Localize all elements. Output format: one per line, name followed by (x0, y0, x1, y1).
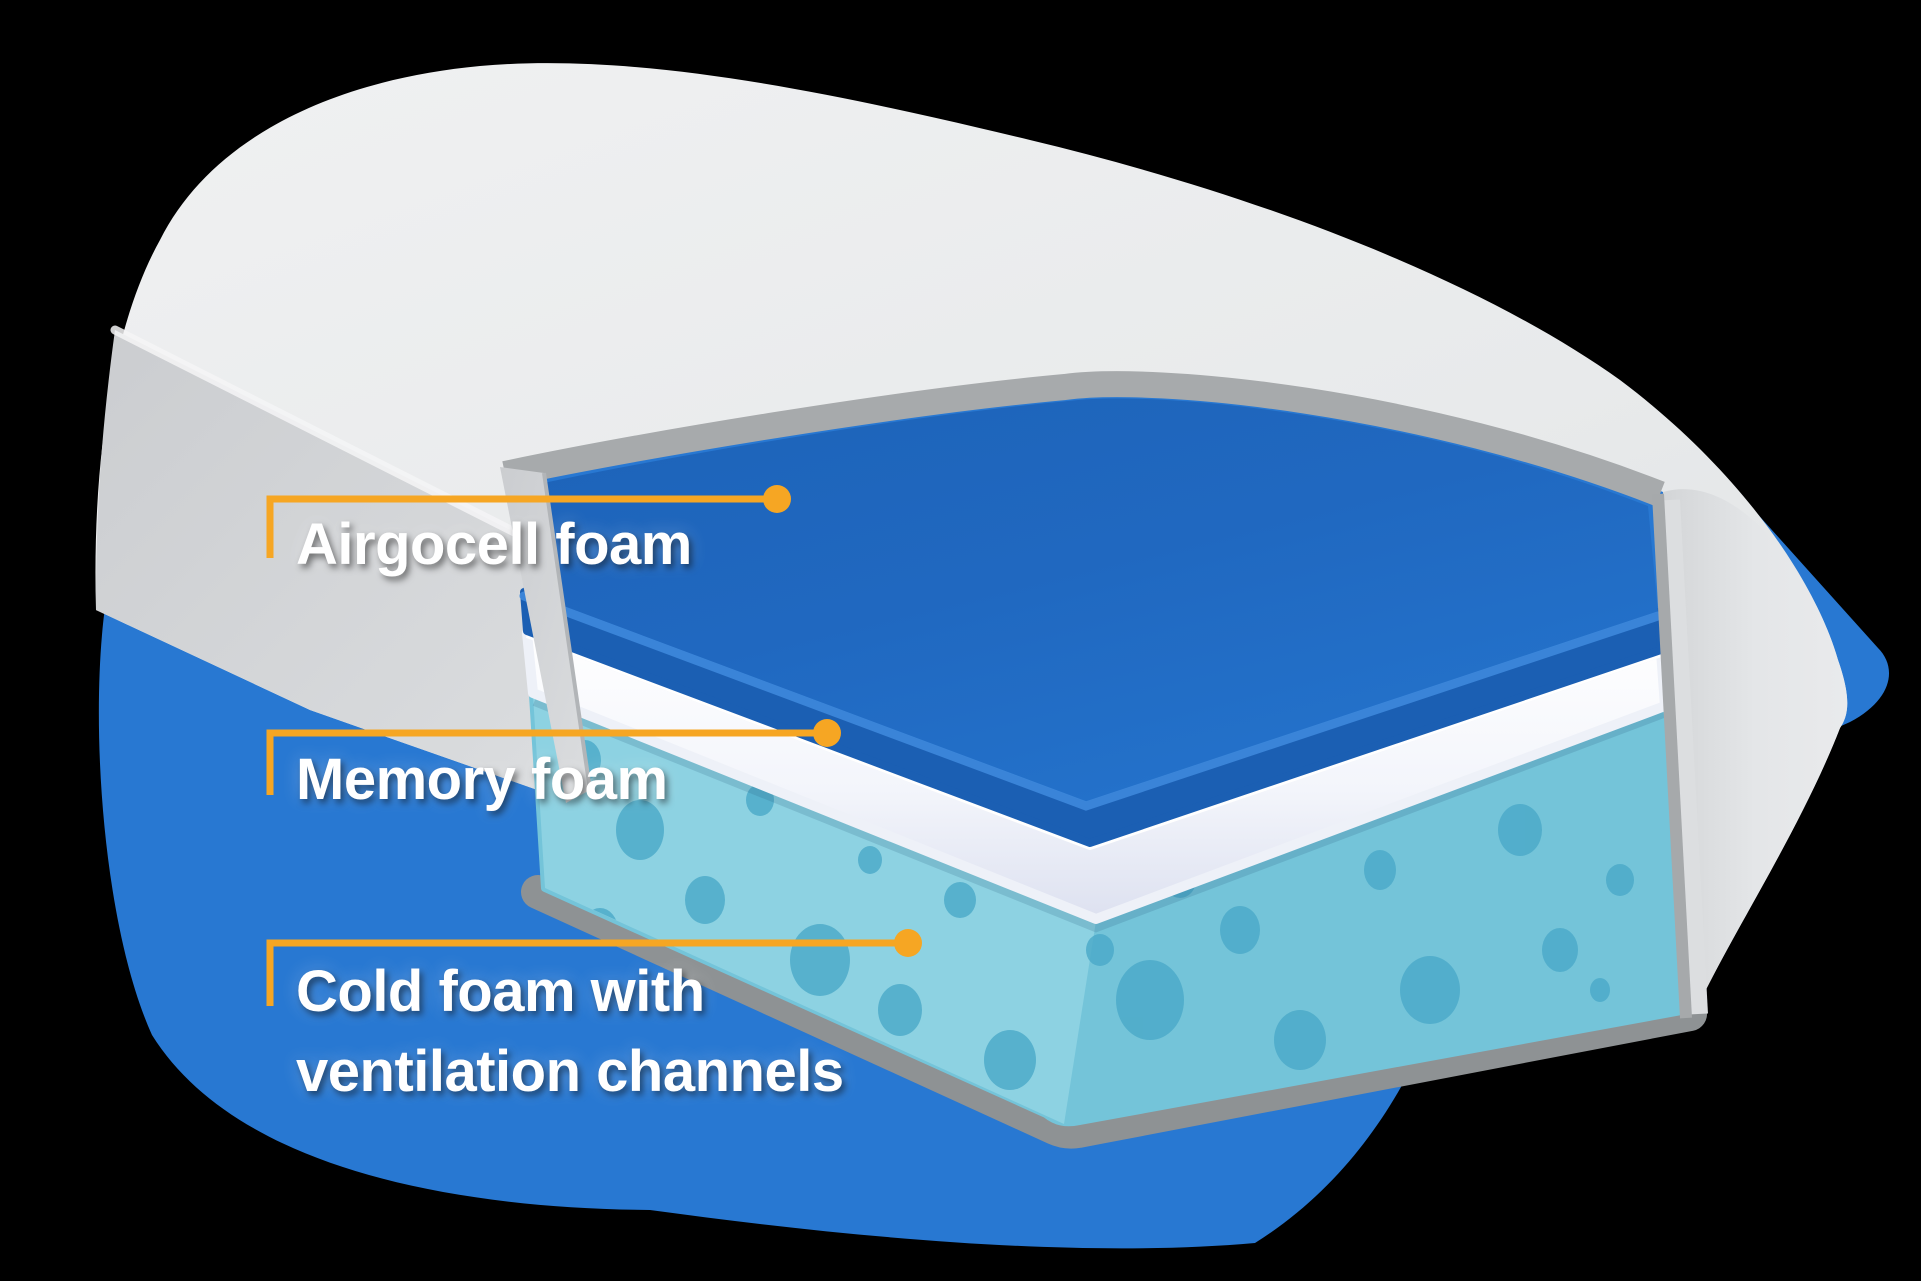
leader-line (266, 939, 908, 1006)
cut-wall-right-edge (1652, 493, 1708, 1019)
slab-bottom-rim (521, 875, 1707, 1149)
label-memory-foam: Memory foam (296, 747, 668, 812)
leader-line (266, 729, 827, 795)
airgocell-edge-highlight (519, 591, 1663, 811)
leader-cold (266, 929, 922, 1006)
leader-dot (813, 719, 841, 747)
leader-line (266, 495, 777, 558)
leader-dot (763, 485, 791, 513)
leader-memory (266, 719, 841, 795)
cutaway-rim (502, 371, 1665, 507)
mattress-right-wall (1663, 489, 1848, 1025)
cut-wall-left (500, 467, 592, 803)
cold-foam-left-face (533, 695, 1096, 1124)
label-cold-foam-line1: Cold foam with (296, 959, 705, 1024)
cold-foam-top-shadow (532, 694, 1666, 933)
mattress-edge-highlight (110, 325, 545, 550)
leader-airgocell (266, 485, 791, 558)
label-cold-foam-line2: ventilation channels (296, 1039, 844, 1104)
airgocell-top-surface (516, 398, 1658, 802)
label-cold-foam: Cold foam with ventilation channels (296, 952, 844, 1112)
airgocell-layer (516, 398, 1665, 847)
mattress-left-wall (96, 330, 566, 800)
label-airgocell-foam: Airgocell foam (296, 512, 692, 577)
leader-dot (894, 929, 922, 957)
